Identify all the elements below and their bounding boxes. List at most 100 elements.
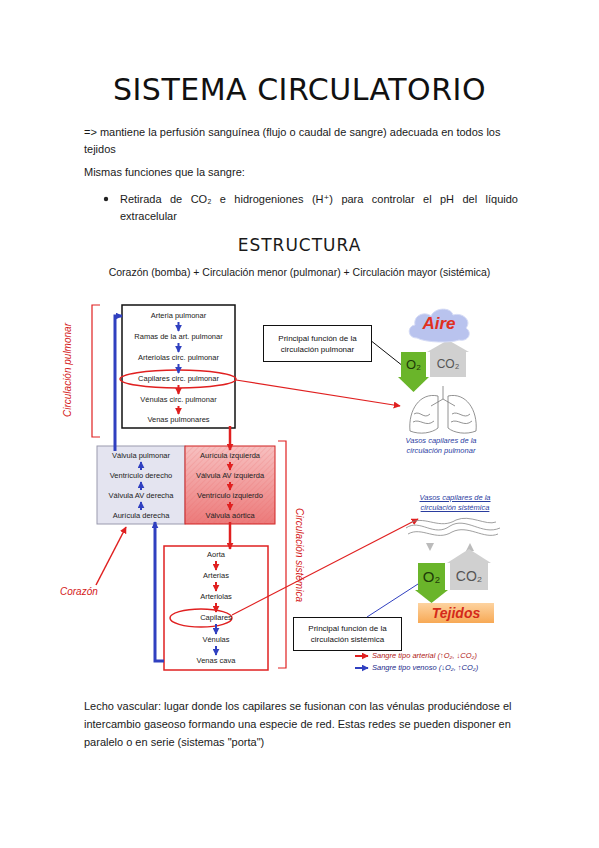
pulmonary-box [122, 305, 235, 428]
o2-box: O₂ [418, 563, 445, 590]
bracket [92, 305, 100, 437]
vessel-step: Aurícula izquierda [185, 451, 275, 461]
vessel-step: Capilares [164, 613, 268, 623]
flow-arrow [215, 624, 217, 634]
bracket [278, 441, 286, 668]
node-text: Arterias [203, 571, 229, 581]
capillary [412, 518, 496, 523]
flow-arrow [215, 603, 217, 612]
flow-arrow [178, 364, 180, 373]
flow-arrow [215, 646, 217, 655]
node-text: Aorta [207, 550, 225, 560]
bullet-dot [104, 197, 108, 201]
vessel-step: Vénulas [164, 635, 268, 645]
heart-label: Corazón [60, 585, 120, 599]
node-text: Venas cava [197, 656, 236, 666]
flow-arrow [229, 522, 232, 549]
flow-arrow [155, 522, 164, 661]
flow-arrow [229, 502, 231, 510]
co2-arrow [447, 549, 491, 563]
callout-box: Principal función de la circulación sist… [293, 617, 402, 651]
vessel-step: Venas pulmonares [122, 415, 235, 425]
heart-hatch [185, 446, 275, 524]
heart-right-side [97, 446, 185, 524]
node-text: Principal función de la circulación pulm… [268, 333, 367, 355]
vessel-step: Venas cava [164, 656, 268, 666]
capillary-illustration [406, 518, 500, 535]
o2-arrow [398, 377, 429, 392]
capillary [406, 523, 500, 530]
vessel-step: Válvula aórtica [185, 511, 275, 521]
gas-arrow [426, 543, 434, 551]
vessel-step: Ventrículo derecho [97, 471, 185, 481]
o2-box: O₂ [401, 352, 426, 377]
flow-arrow [115, 316, 122, 451]
page-title: SISTEMA CIRCULATORIO [0, 72, 599, 108]
flow-arrow [372, 342, 401, 365]
co2-box: CO₂ [450, 563, 488, 590]
cloud-outline [409, 309, 469, 342]
pointer-arrow [96, 527, 126, 585]
heart-left-side [185, 446, 275, 524]
node-text: Capilares circ. pulmonar [138, 374, 219, 384]
legend-sample [355, 655, 368, 657]
image-caption: Vasos capilares de la circulación sistém… [405, 493, 505, 512]
node-text: Válvula pulmonar [112, 451, 170, 461]
flow-arrow [140, 502, 142, 510]
node-text: Arteriolas [200, 592, 232, 602]
intro-text: Mismas funciones que la sangre: [84, 164, 519, 181]
node-text: Ventrículo derecho [110, 471, 173, 481]
node-text: Vénulas circ. pulmonar [140, 395, 216, 405]
tissue-box: Tejidos [418, 603, 494, 623]
flow-arrow [178, 343, 180, 352]
bullet-text: Retirada de CO₂ e hidrogeniones (H⁺) par… [120, 191, 518, 225]
capillary [408, 530, 498, 536]
node-text: Ramas de la art. pulmonar [134, 332, 222, 342]
legend-sample [355, 667, 368, 669]
node-text: Aurícula derecha [113, 511, 170, 521]
note-paragraph: Lecho vascular: lugar donde los capilare… [84, 697, 524, 751]
flow-arrow [178, 385, 180, 394]
section-heading: ESTRUCTURA [0, 234, 599, 256]
legend-text: Sangre tipo arterial (↑O₂, ↓CO₂) [372, 651, 542, 661]
node-text: Válvula AV izquierda [196, 471, 264, 481]
vessel-step: Arteria pulmonar [122, 311, 235, 321]
node-text: Arteria pulmonar [151, 311, 206, 321]
vessel-step: Aorta [164, 550, 268, 560]
legend-text: Sangre tipo venoso (↓O₂, ↑CO₂) [372, 663, 542, 673]
vessel-step: Arterias [164, 571, 268, 581]
node-text: O₂ [423, 568, 441, 585]
node-text: CO₂ [456, 568, 482, 585]
o2-arrow [415, 590, 448, 603]
node-text: Válvula aórtica [205, 511, 254, 521]
structure-summary: Corazón (bomba) + Circulación menor (pul… [0, 265, 599, 280]
vessel-step: Vénulas circ. pulmonar [122, 395, 235, 405]
systemic-box [164, 546, 268, 670]
node-text: CO₂ [437, 357, 460, 372]
vessel-step: Válvula AV derecha [97, 491, 185, 501]
vessel-step: Arteriolas circ. pulmonar [122, 353, 235, 363]
vessel-step: Ventrículo izquierdo [185, 491, 275, 501]
highlight-ellipse [170, 609, 232, 627]
trachea [431, 386, 455, 406]
flow-arrow [140, 462, 142, 470]
vessel-step: Capilares circ. pulmonar [122, 374, 235, 384]
image-caption: Vasos capilares de la circulación pulmon… [395, 436, 487, 455]
vessel-step: Arteriolas [164, 592, 268, 602]
flow-arrow [215, 561, 217, 570]
leader-line [232, 519, 418, 615]
flow-arrow [215, 582, 217, 591]
node-text: Válvula AV derecha [109, 491, 174, 501]
co2-box: CO₂ [430, 352, 466, 377]
vessel-step: Válvula AV izquierda [185, 471, 275, 481]
lung [410, 395, 438, 433]
leader-line [236, 380, 400, 406]
node-text: Venas pulmonares [147, 415, 209, 425]
flow-arrow [178, 322, 180, 331]
vessel-step: Aurícula derecha [97, 511, 185, 521]
flow-arrow [178, 406, 180, 414]
node-text: Ventrículo izquierdo [197, 491, 263, 501]
node-text: Arteriolas circ. pulmonar [138, 353, 219, 363]
intro-text: => mantiene la perfusión sanguínea (fluj… [84, 124, 519, 158]
